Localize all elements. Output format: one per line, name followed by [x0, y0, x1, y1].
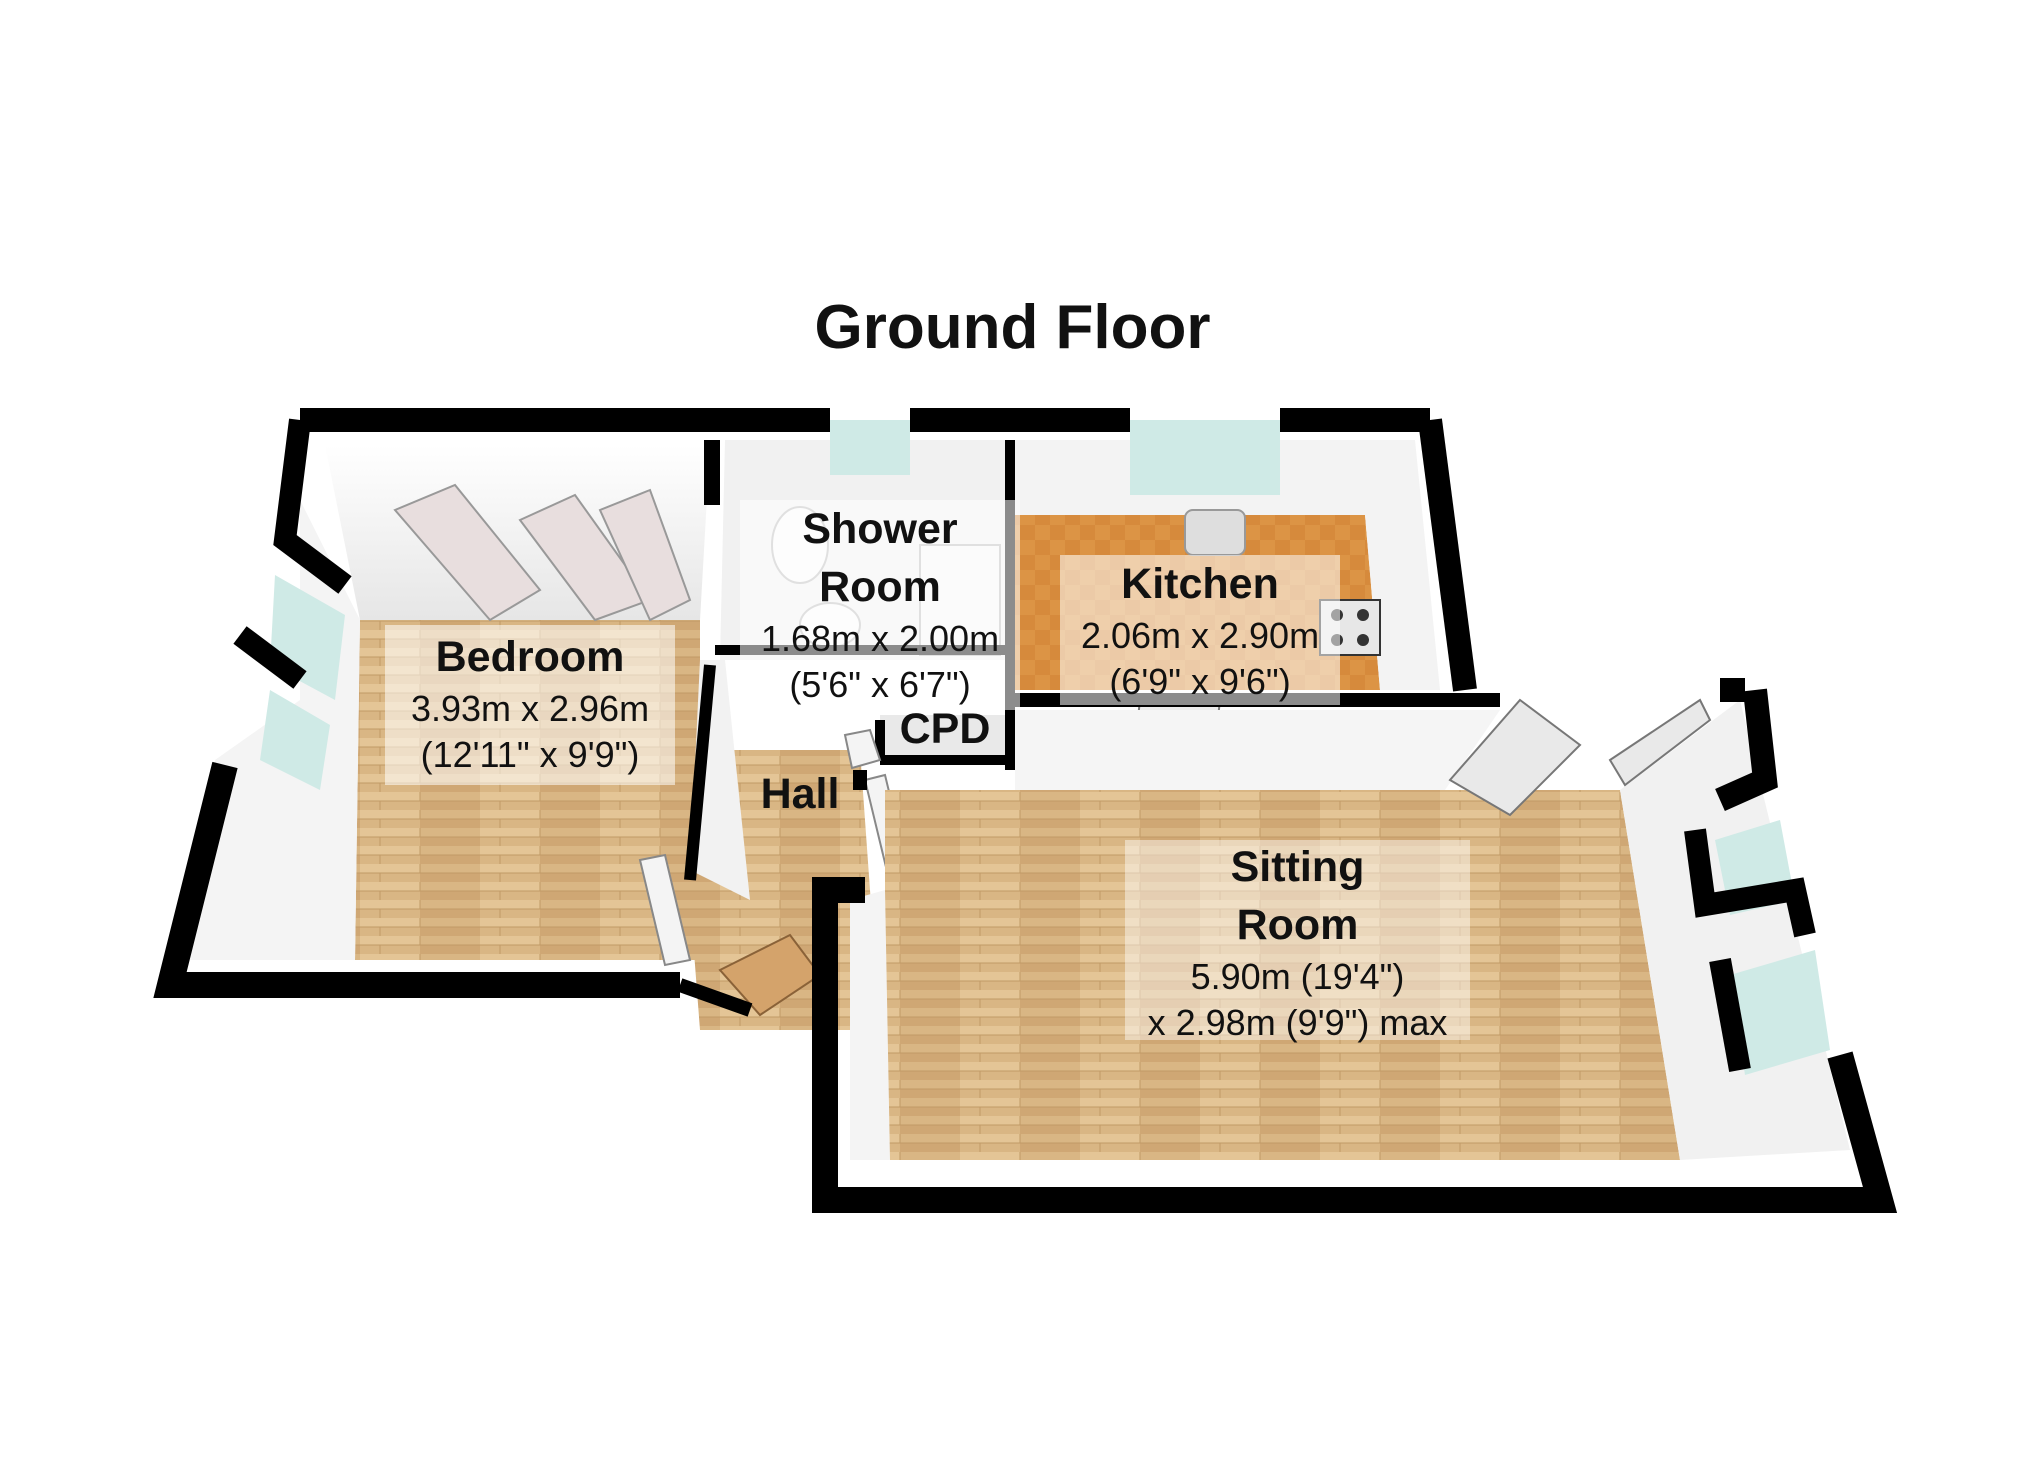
- wardrobe-door: [598, 488, 692, 622]
- kitchen-label: Kitchen 2.06m x 2.90m (6'9" x 9'6"): [1045, 555, 1355, 705]
- bedroom-dims-metric: 3.93m x 2.96m: [410, 688, 650, 729]
- cupboard-label: CPD: [885, 700, 1005, 758]
- bedroom-wall: [233, 626, 307, 689]
- kitchen-name: Kitchen: [1121, 560, 1279, 608]
- sitting-room-wall: [1684, 828, 1816, 938]
- window-door: [1448, 698, 1582, 817]
- sitting-room-window: [1730, 950, 1830, 1075]
- hall-door: [638, 853, 692, 967]
- kitchen-label-bg: [1060, 555, 1340, 705]
- sitting-room-back-wall: [1015, 710, 1500, 790]
- bedroom-window: [260, 690, 330, 790]
- hob-burner: [1357, 609, 1369, 621]
- bedroom-dims-imperial: (12'11" x 9'9"): [420, 734, 640, 775]
- cupboard-floor: [880, 715, 1005, 760]
- shower-room-name-1: Shower: [802, 505, 958, 553]
- sitting-room-dims-1: 5.90m (19'4"): [1190, 956, 1405, 997]
- bedroom-wall: [153, 761, 680, 998]
- wardrobe-door: [393, 483, 542, 622]
- cupboard-door: [843, 728, 882, 770]
- sitting-room-name-1: Sitting: [1230, 843, 1365, 891]
- sitting-room-floor: [885, 790, 1680, 1160]
- bedroom-label-bg: [385, 625, 675, 785]
- bedroom-label: Bedroom 3.93m x 2.96m (12'11" x 9'9"): [370, 628, 690, 778]
- kitchen-back-wall: [1015, 440, 1440, 690]
- cupboard-name: CPD: [899, 705, 991, 753]
- kitchen-dims-metric: 2.06m x 2.90m: [1080, 615, 1320, 656]
- kitchen-window: [1130, 420, 1280, 495]
- sink: [1184, 509, 1246, 556]
- shower-room-name-2: Room: [819, 563, 941, 611]
- hall-wall: [677, 978, 753, 1017]
- sitting-room-left-wall: [850, 890, 890, 1160]
- shower-label-bg: [740, 500, 1020, 710]
- hob-burner: [1357, 634, 1369, 646]
- bedroom-wall: [273, 418, 352, 594]
- shower-room-dims-metric: 1.68m x 2.00m: [760, 618, 1000, 659]
- shower-room-label: Shower Room 1.68m x 2.00m (5'6" x 6'7"): [725, 500, 1035, 708]
- hall-label: Hall: [745, 765, 855, 823]
- sitting-room-wall: [1709, 958, 1751, 1072]
- shower-room-window: [830, 420, 910, 475]
- kitchen-dims-imperial: (6'9" x 9'6"): [1109, 661, 1291, 702]
- hall-name: Hall: [760, 770, 840, 818]
- kitchen-wall: [1418, 418, 1477, 692]
- sitting-room-dims-2: x 2.98m (9'9") max: [1147, 1002, 1448, 1043]
- sitting-room: [812, 678, 1898, 1213]
- hall-wall: [684, 664, 716, 881]
- sitting-label-bg: [1125, 840, 1470, 1040]
- floor-title: Ground Floor: [814, 293, 1211, 362]
- sitting-room-wall: [812, 877, 1898, 1213]
- sitting-room-label: Sitting Room 5.90m (19'4") x 2.98m (9'9"…: [1100, 838, 1495, 1046]
- shower-room-dims-imperial: (5'6" x 6'7"): [789, 664, 971, 705]
- sitting-room-wall: [1715, 688, 1778, 811]
- bedroom-name: Bedroom: [435, 633, 625, 681]
- sitting-room-name-2: Room: [1236, 901, 1359, 949]
- window-door: [1608, 698, 1712, 787]
